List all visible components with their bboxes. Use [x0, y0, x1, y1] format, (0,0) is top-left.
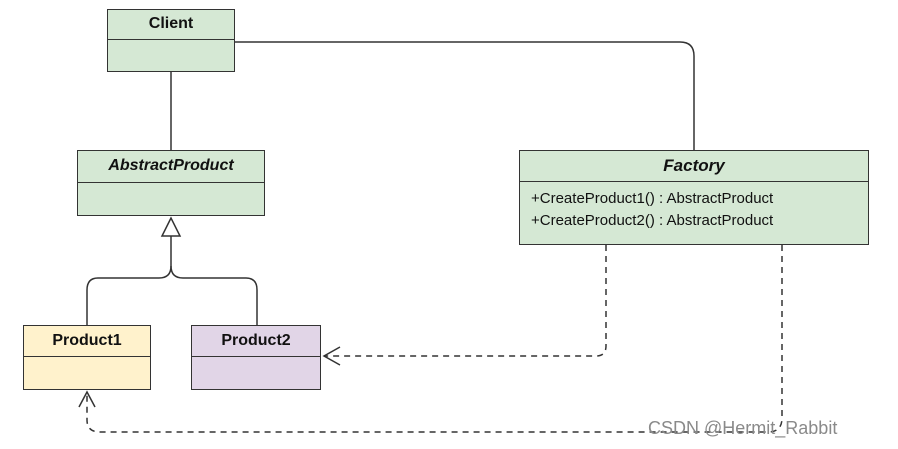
abstract-product-class-name: AbstractProduct	[78, 151, 264, 183]
generalization-arrowhead-icon	[160, 216, 182, 237]
factory-class[interactable]: Factory +CreateProduct1() : AbstractProd…	[519, 150, 869, 245]
generalization-connector	[86, 236, 258, 325]
factory-operation-create-product1: +CreateProduct1() : AbstractProduct	[531, 190, 774, 207]
watermark-text: CSDN @Hermit_Rabbit	[648, 418, 838, 438]
client-class[interactable]: Client	[107, 9, 235, 72]
product2-class[interactable]: Product2	[191, 325, 321, 390]
product1-open-arrowhead-icon	[78, 390, 96, 408]
product1-class-name: Product1	[24, 326, 150, 357]
product1-class[interactable]: Product1	[23, 325, 151, 390]
product2-class-name: Product2	[192, 326, 320, 357]
factory-product2-dependency	[324, 245, 607, 357]
client-class-name: Client	[108, 10, 234, 40]
factory-operations: +CreateProduct1() : AbstractProduct +Cre…	[520, 182, 868, 232]
factory-operation-create-product2: +CreateProduct2() : AbstractProduct	[531, 212, 774, 229]
product2-open-arrowhead-icon	[322, 346, 341, 366]
client-factory-association	[235, 41, 695, 150]
abstract-product-class[interactable]: AbstractProduct	[77, 150, 265, 216]
factory-product1-dependency	[86, 245, 783, 433]
factory-class-name: Factory	[520, 151, 868, 182]
